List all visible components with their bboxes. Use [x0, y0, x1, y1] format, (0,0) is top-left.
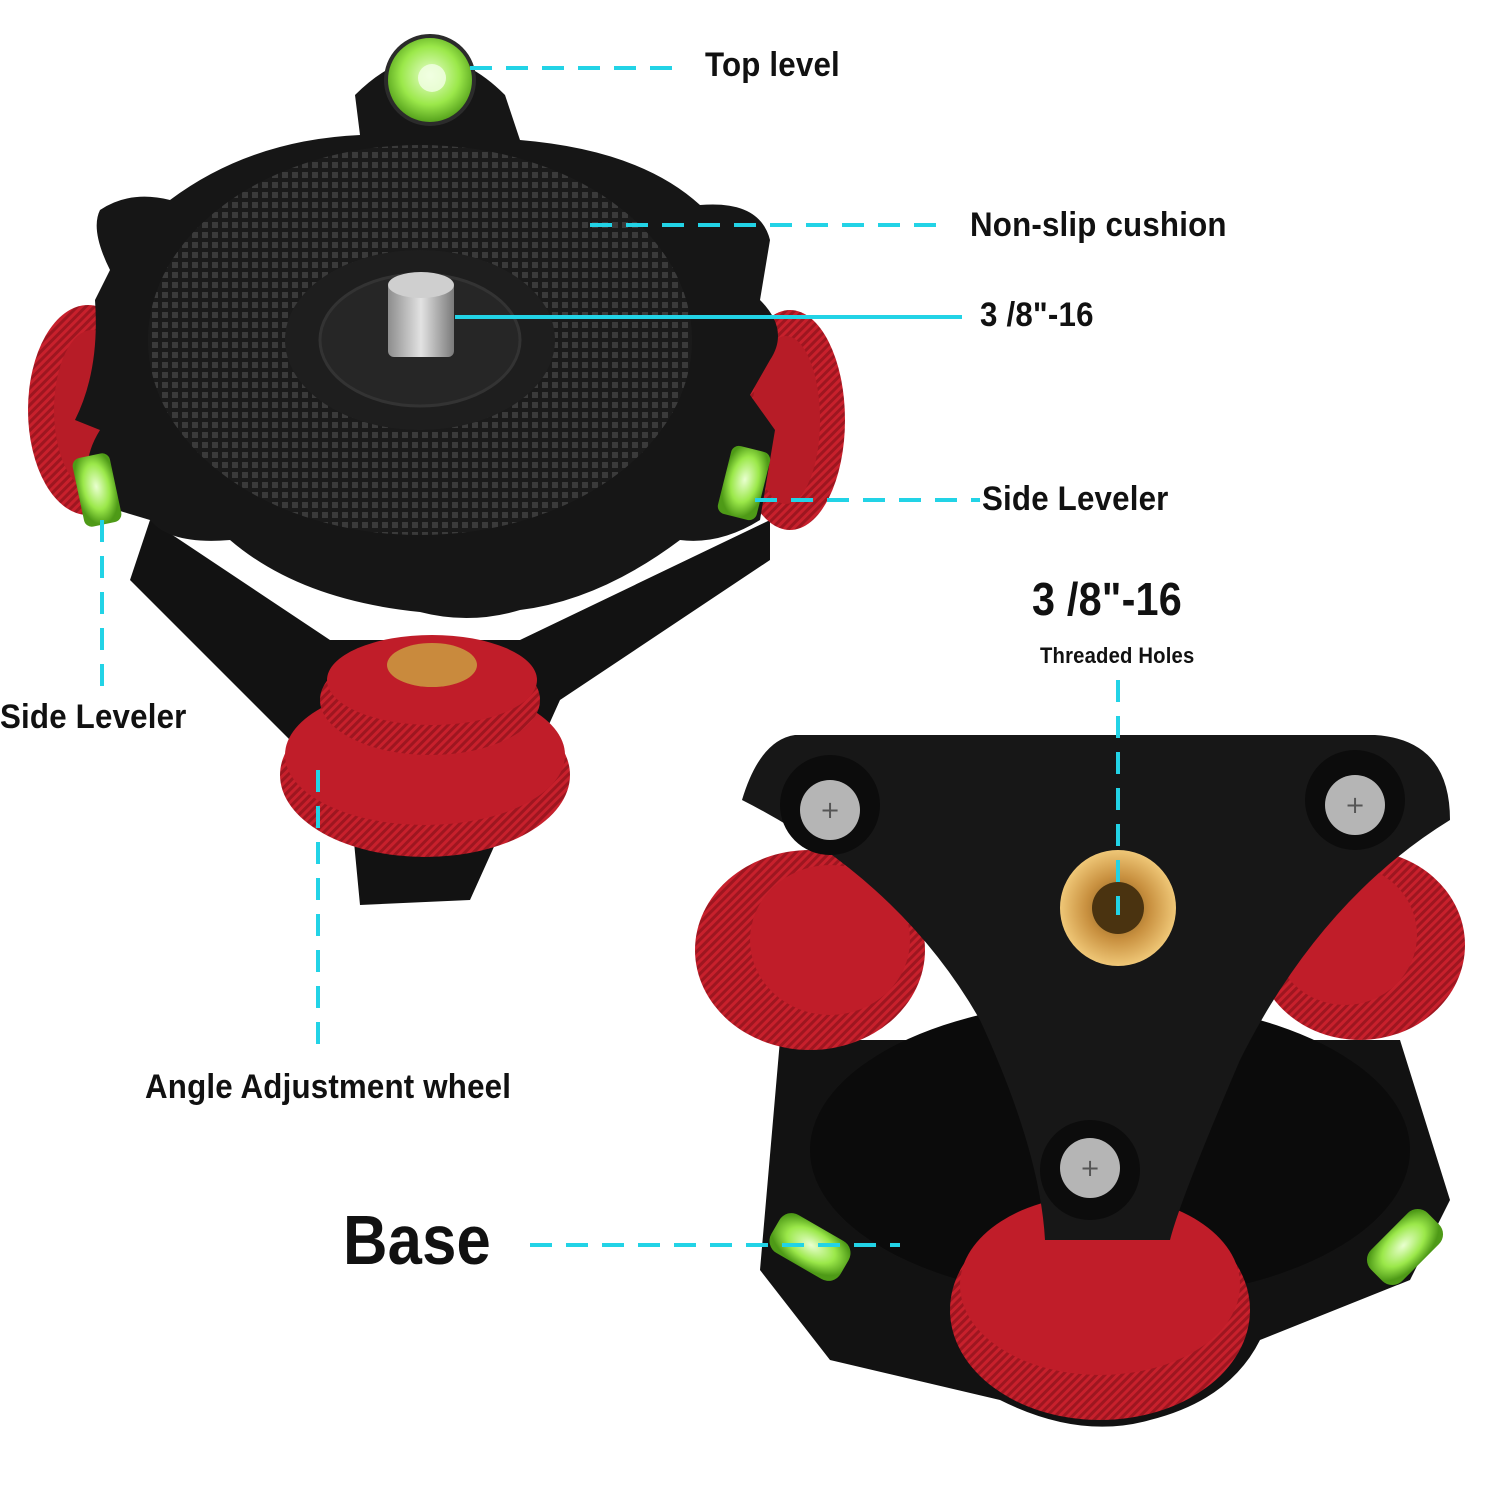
label-base: Base — [343, 1201, 491, 1279]
base-left-vial — [769, 1213, 851, 1281]
svg-text:+: + — [820, 796, 840, 824]
leader-lines — [100, 66, 1120, 1247]
svg-text:+: + — [1345, 791, 1365, 819]
label-thread-size-top: 3 /8"-16 — [980, 296, 1094, 334]
triangular-plate — [742, 735, 1450, 1240]
base-right-vial — [1366, 1208, 1444, 1286]
label-top-level: Top level — [705, 46, 840, 84]
svg-text:+: + — [1080, 1154, 1100, 1182]
label-angle-adjustment-wheel: Angle Adjustment wheel — [145, 1068, 512, 1106]
top-mounting-screw — [388, 282, 454, 357]
label-threaded-holes-size: 3 /8"-16 — [1032, 573, 1182, 625]
label-threaded-holes-caption: Threaded Holes — [1040, 643, 1195, 668]
base-unit: + + + — [695, 735, 1465, 1427]
left-side-vial — [72, 453, 122, 527]
top-leveler-unit — [28, 34, 845, 905]
label-side-leveler-left: Side Leveler — [0, 698, 187, 736]
label-non-slip-cushion: Non-slip cushion — [970, 206, 1227, 244]
label-side-leveler-right: Side Leveler — [982, 480, 1169, 518]
